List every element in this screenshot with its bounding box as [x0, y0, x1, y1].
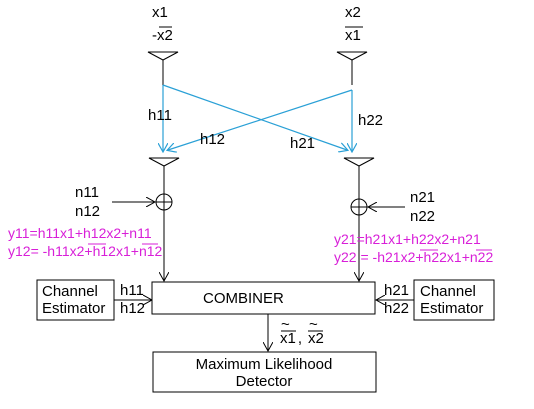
channel-estimator-right-line2: Estimator: [420, 300, 483, 317]
rx-antenna-1-icon: [148, 157, 180, 194]
ml-detector-line2: Detector: [236, 373, 293, 390]
noise-n11: n11: [75, 184, 99, 201]
tx-antenna-1-icon: [147, 51, 179, 85]
combiner-input-h11: h11: [120, 282, 144, 299]
ml-detector-block: [152, 351, 377, 393]
ml-detector-line1: Maximum Likelihood: [196, 356, 333, 373]
estimates-line: x1,x2: [280, 330, 324, 347]
tx2-symbol-x1: x1: [345, 27, 361, 44]
label-h12: h12: [200, 131, 225, 148]
combiner-input-h21: h21: [384, 282, 409, 299]
combiner-label: COMBINER: [203, 290, 284, 307]
channel-h21: [162, 84, 347, 150]
channel-paths: [162, 84, 353, 151]
adder-left-icon: [155, 193, 173, 211]
equation-y21: y21=h21x1+h22x2+n21: [334, 231, 481, 247]
label-h22: h22: [358, 112, 383, 129]
equation-y11: y11=h11x1+h12x2+n11: [8, 225, 152, 241]
tilde-x2: ~: [309, 316, 318, 333]
tx1-symbol-x1: x1: [152, 4, 168, 21]
channel-estimator-right-line1: Channel: [420, 283, 476, 300]
label-h11: h11: [148, 107, 172, 124]
channel-h12: [168, 89, 353, 150]
combiner-input-h22: h22: [384, 300, 409, 317]
channel-estimator-left-line2: Estimator: [42, 300, 105, 317]
rx-antenna-2-icon: [343, 157, 375, 199]
channel-estimator-right: [413, 279, 495, 321]
label-h21: h21: [290, 135, 315, 152]
combiner-block: [151, 281, 376, 315]
tx2-symbol-x2: x2: [345, 4, 361, 21]
channel-estimator-left: [36, 279, 115, 321]
combiner-input-h12: h12: [120, 300, 145, 317]
equation-y12: y12= -h11x2+h12x1+n12: [8, 243, 163, 259]
noise-n12: n12: [75, 203, 100, 220]
channel-estimator-left-line1: Channel: [42, 283, 98, 300]
tx-antenna-2-icon: [336, 51, 368, 85]
equation-y22: y22 = -h21x2+h22x1+n22: [334, 249, 493, 265]
tx1-symbol-neg-x2: -x2: [152, 27, 173, 44]
noise-n22: n22: [410, 208, 435, 225]
adder-right-icon: [350, 198, 368, 216]
tilde-x1: ~: [281, 316, 290, 333]
noise-n21: n21: [410, 189, 435, 206]
